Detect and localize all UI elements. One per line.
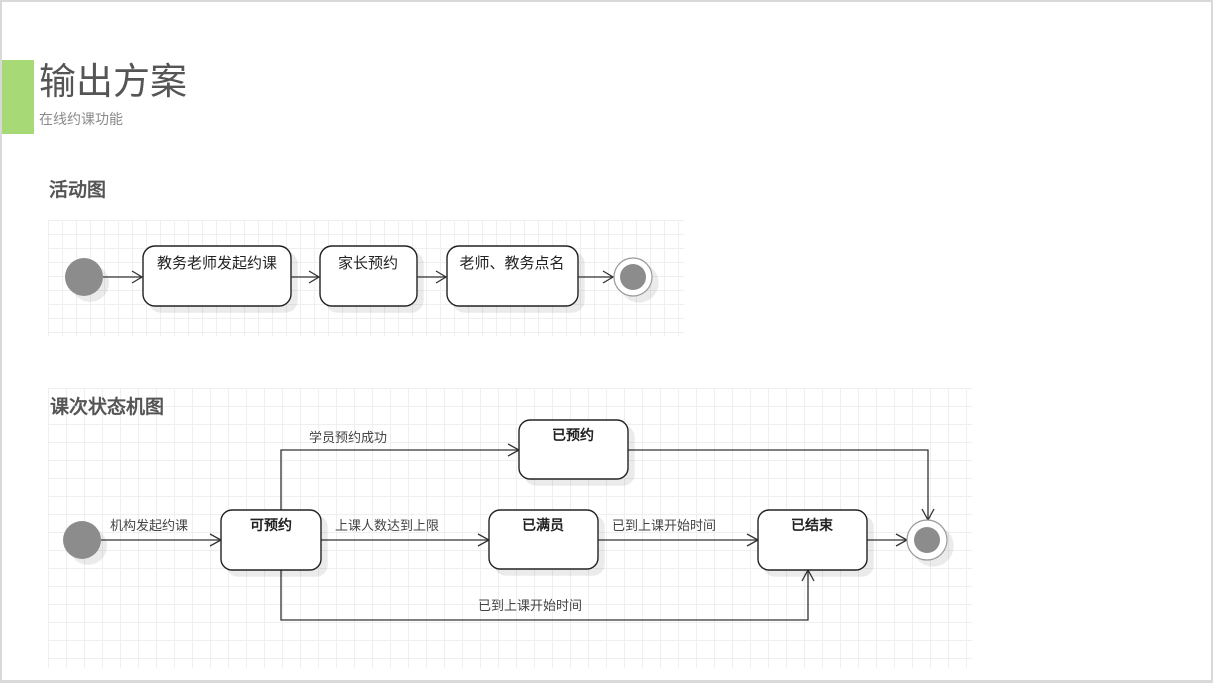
state-diagram-title: 课次状态机图	[50, 396, 165, 418]
activity-edge-start-a1	[103, 270, 144, 284]
state-ended-label: 已结束	[791, 517, 834, 534]
state-booked[interactable]: 已预约	[518, 419, 629, 480]
transition-full-ended: 已到上课开始时间	[598, 519, 760, 547]
activity-node-a3[interactable]: 老师、教务点名	[446, 245, 579, 307]
transition-ended-end	[867, 533, 909, 547]
title-accent-bar	[2, 60, 34, 134]
activity-final-node[interactable]	[613, 257, 653, 297]
transition-label-bookable-full: 上课人数达到上限	[335, 519, 439, 534]
activity-node-a2-label: 家长预约	[338, 254, 398, 272]
activity-diagram: 教务老师发起约课 家长预约 老师、教务点名	[65, 245, 653, 307]
state-ended[interactable]: 已结束	[757, 509, 868, 571]
activity-edge-a2-a3	[417, 270, 448, 284]
transition-bookable-booked: 学员预约成功	[280, 430, 521, 510]
activity-node-a2[interactable]: 家长预约	[319, 245, 418, 307]
page-title: 输出方案	[39, 60, 187, 103]
activity-edge-a1-a2	[291, 270, 321, 284]
activity-initial-node[interactable]	[65, 258, 103, 296]
state-bookable[interactable]: 可预约	[220, 509, 322, 571]
state-full-label: 已满员	[522, 517, 564, 534]
transition-bookable-full: 上课人数达到上限	[321, 519, 491, 547]
transition-bookable-ended: 已到上课开始时间	[280, 568, 815, 621]
state-initial-node[interactable]	[63, 521, 101, 559]
transition-label-full-ended: 已到上课开始时间	[612, 519, 716, 534]
state-final-node[interactable]	[906, 519, 948, 561]
page-subtitle: 在线约课功能	[39, 112, 123, 128]
activity-node-a1-label: 教务老师发起约课	[157, 254, 277, 272]
transition-label-bookable-booked: 学员预约成功	[309, 430, 387, 446]
state-bookable-label: 可预约	[250, 517, 292, 534]
state-full[interactable]: 已满员	[488, 509, 599, 570]
state-diagram: 机构发起约课 学员预约成功 上课人数达到上限 已到上课开始时间 已到上课开始时间	[63, 419, 948, 621]
activity-edge-a3-end	[578, 270, 615, 284]
activity-node-a3-label: 老师、教务点名	[459, 254, 564, 272]
state-booked-label: 已预约	[552, 427, 594, 444]
transition-start-bookable: 机构发起约课	[101, 518, 223, 547]
activity-diagram-title: 活动图	[49, 179, 107, 201]
transition-label-bookable-ended: 已到上课开始时间	[478, 599, 582, 614]
transition-label-start-bookable: 机构发起约课	[110, 518, 188, 534]
activity-node-a1[interactable]: 教务老师发起约课	[142, 245, 292, 307]
